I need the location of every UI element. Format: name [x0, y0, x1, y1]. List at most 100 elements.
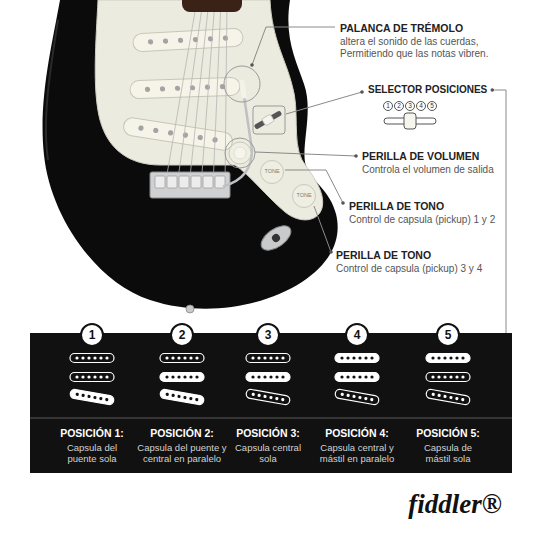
pickup-icon-pole	[81, 394, 85, 398]
pickup-icon-pole	[269, 375, 272, 378]
pickup-icon-pole	[449, 375, 452, 378]
pickup-icon-pole	[455, 397, 459, 401]
pickup-icon-pole	[455, 375, 458, 378]
pickup-icon-pole	[171, 375, 174, 378]
node-text: TONE	[264, 169, 279, 175]
pickup-icon-pole	[177, 356, 180, 359]
pickup-icon-pole	[183, 375, 186, 378]
pickup-icon-pole	[443, 375, 446, 378]
bridge-saddles	[155, 176, 225, 188]
brand-logo: fiddler®	[385, 490, 525, 520]
selector-switch	[253, 109, 283, 131]
pickup-icon-pole	[251, 375, 254, 378]
pickup-icon-pole	[370, 398, 374, 402]
pickup-icon-shape	[246, 373, 290, 382]
part-description: Controla el volumen de salida	[362, 164, 494, 176]
leader-dot	[341, 201, 345, 205]
bridge-saddle	[167, 176, 177, 188]
pickup-cover	[130, 77, 241, 99]
pickup-icon-pole	[269, 356, 272, 359]
leader-line	[286, 92, 362, 114]
pickup-icon-pole	[105, 398, 109, 402]
pole-piece	[197, 135, 203, 141]
fretboard	[182, 0, 242, 12]
position-description: Capsula del puente y central en paralelo	[128, 442, 236, 465]
leader-dot	[250, 63, 254, 67]
body-highlight	[46, 20, 58, 160]
pickup-icon-pole	[346, 375, 349, 378]
part-name: PERILLA DE TONO	[336, 249, 431, 262]
strings	[165, 0, 227, 186]
pickup-icon-pole	[93, 356, 96, 359]
pole-piece	[205, 85, 210, 90]
pickup-icon-pole	[183, 356, 186, 359]
pickup-icon-pole	[449, 356, 452, 359]
pickup-icon-pole	[87, 375, 90, 378]
pickup-icon-pole	[461, 398, 465, 402]
pickup-icon-pole	[105, 356, 108, 359]
pickup-icon	[246, 389, 291, 406]
selector-position-dot: 3	[405, 101, 415, 111]
pickup-icon-shape	[335, 373, 379, 382]
switch-slot	[254, 110, 282, 129]
pickup-icon-pole	[352, 395, 356, 399]
selector-position-dot: 5	[427, 101, 437, 111]
guitar-string	[189, 0, 209, 186]
pickup-icon-pole	[443, 395, 447, 399]
part-name: PALANCA DE TRÉMOLO	[340, 22, 463, 35]
position-description: Capsula de mástil sola	[413, 442, 483, 465]
bridge-saddle	[191, 176, 201, 188]
pickguard	[95, 0, 322, 220]
pickup-icon-pole	[364, 397, 368, 401]
guitar-body	[43, 0, 338, 309]
leader-line	[255, 152, 356, 156]
guitar-string	[201, 0, 215, 186]
selector-position-dot: 2	[394, 101, 404, 111]
position-number: 1	[80, 323, 104, 347]
position-title: POSICIÓN 1:	[37, 427, 147, 440]
pole-piece	[153, 128, 159, 134]
position-title: POSICIÓN 4:	[302, 427, 412, 440]
leader-line	[252, 27, 335, 65]
pole-piece	[168, 130, 174, 136]
pickup-icon-pole	[189, 356, 192, 359]
pole-piece	[148, 39, 153, 44]
pole-piece	[182, 132, 188, 138]
node-text: 3	[265, 329, 272, 341]
pickup-icon-pole	[165, 356, 168, 359]
mini-switch-tip	[404, 113, 416, 129]
leader-line	[494, 90, 506, 333]
pickup-icon-pole	[437, 375, 440, 378]
leader-dot	[360, 90, 364, 94]
pickup-icon-pole	[443, 356, 446, 359]
pickup-icon-pole	[269, 396, 273, 400]
pole-piece	[160, 86, 165, 91]
pickup-icon-shape	[426, 389, 471, 406]
pole-piece	[163, 38, 168, 43]
pickup-cover	[122, 117, 233, 152]
pickup-icon-pole	[87, 356, 90, 359]
pickup-icon	[426, 373, 470, 382]
pickup-icon-pole	[257, 375, 260, 378]
position-title: POSICIÓN 5:	[393, 427, 503, 440]
pickup-icon-pole	[275, 375, 278, 378]
pickup-icon-pole	[352, 356, 355, 359]
pickup-icon	[426, 389, 471, 406]
callout-ring	[224, 66, 260, 102]
callout-box	[253, 106, 285, 134]
bridge-saddle	[203, 176, 213, 188]
pickup-icon-pole	[93, 375, 96, 378]
pickup-icon-shape	[426, 373, 470, 382]
pickup-icon-pole	[189, 375, 192, 378]
position-title: POSICIÓN 2:	[127, 427, 237, 440]
jack-socket	[270, 232, 281, 243]
pickup-icon	[335, 389, 380, 406]
pickup-icon-shape	[160, 354, 204, 363]
pickup-icon-pole	[263, 395, 267, 399]
pickup-icon-pole	[81, 356, 84, 359]
pickup-icon-pole	[99, 375, 102, 378]
pickup-icon-pole	[87, 395, 91, 399]
node-text: 1	[386, 103, 390, 110]
pickup-icon	[335, 373, 379, 382]
